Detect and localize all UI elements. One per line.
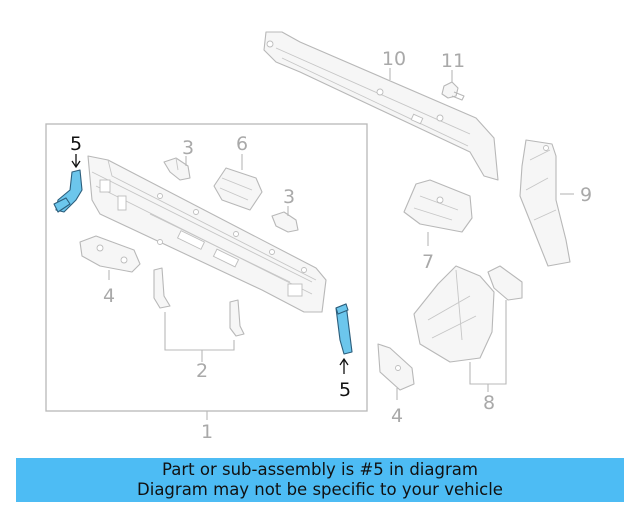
part-9-side-panel: [519, 139, 571, 267]
callout-9: 9: [580, 184, 592, 206]
banner-line-2: Diagram may not be specific to your vehi…: [137, 480, 503, 499]
callout-4a: 4: [103, 285, 115, 307]
part-4-plate-left: [79, 235, 141, 273]
part-10-upper-rail: [263, 31, 499, 181]
part-4-plate-right: [377, 343, 415, 391]
callout-3a: 3: [182, 137, 194, 159]
part-8-wheelhouse-a: [413, 265, 495, 363]
part-3-clip-b: [271, 211, 299, 233]
callout-5b: 5: [339, 379, 351, 401]
callout-8-leader: [469, 300, 507, 392]
callout-10: 10: [382, 48, 406, 70]
callout-2-leader: [164, 312, 235, 362]
callout-2: 2: [196, 360, 208, 382]
part-7-bracket: [403, 179, 473, 233]
callout-7: 7: [422, 251, 434, 273]
part-11-bolt: [441, 81, 465, 101]
part-info-banner: Part or sub-assembly is #5 in diagram Di…: [16, 458, 624, 502]
part-3-clip-a: [163, 157, 191, 181]
part-6-bracket: [213, 167, 263, 211]
part-5-bracket-left: [53, 169, 83, 213]
callout-6: 6: [236, 133, 248, 155]
callout-11: 11: [441, 50, 465, 72]
part-5-bracket-right: [335, 303, 353, 355]
part-2-bracket-b: [229, 299, 245, 337]
callout-3b: 3: [283, 186, 295, 208]
callout-8: 8: [483, 392, 495, 414]
callout-5a: 5: [70, 133, 82, 155]
part-8-bracket-b: [487, 265, 523, 301]
callout-5a-leader: [71, 154, 81, 169]
banner-line-1: Part or sub-assembly is #5 in diagram: [162, 460, 478, 479]
callout-5b-leader: [339, 357, 349, 374]
callout-1: 1: [201, 421, 213, 443]
rear-panel-assembly: [87, 155, 327, 313]
callout-4b: 4: [391, 405, 403, 427]
part-2-bracket-a: [153, 267, 171, 309]
